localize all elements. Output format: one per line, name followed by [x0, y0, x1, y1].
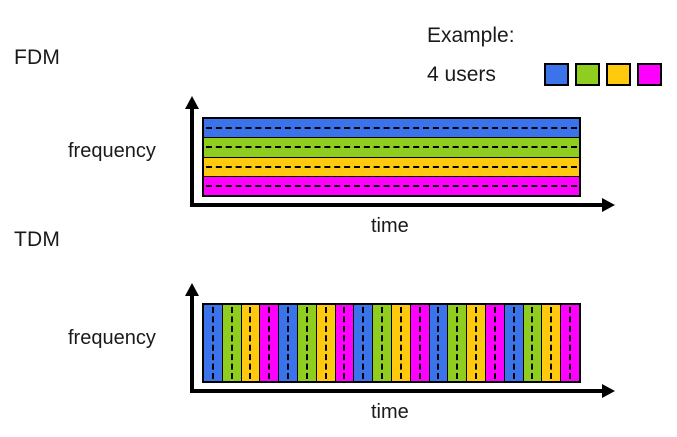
tdm-slot-19-user-3	[542, 305, 562, 381]
tdm-slot-18-user-2	[523, 305, 543, 381]
tdm-slot-13-user-1	[429, 305, 449, 381]
tdm-slot-2-user-2	[222, 305, 242, 381]
tdm-slot-8-user-4	[335, 305, 355, 381]
tdm-x-axis-label: time	[371, 401, 409, 423]
tdm-slot-1-user-1	[204, 305, 223, 381]
tdm-slot-20-user-4	[561, 305, 579, 381]
tdm-slot-14-user-2	[448, 305, 468, 381]
legend-swatches	[544, 63, 662, 86]
fdm-section-label: FDM	[14, 46, 61, 69]
legend-swatch-user-2	[575, 63, 600, 86]
fdm-band-user-3	[204, 157, 579, 177]
fdm-y-axis	[190, 108, 194, 207]
tdm-slot-7-user-3	[316, 305, 336, 381]
tdm-slot-12-user-4	[410, 305, 430, 381]
tdm-slot-10-user-2	[373, 305, 392, 381]
tdm-y-axis	[190, 295, 194, 393]
tdm-slot-9-user-1	[354, 305, 374, 381]
fdm-y-axis-arrow-icon	[185, 96, 199, 109]
tdm-x-axis	[190, 389, 604, 393]
tdm-slot-11-user-3	[391, 305, 411, 381]
tdm-slot-6-user-2	[297, 305, 317, 381]
fdm-band-user-1	[204, 119, 579, 139]
legend-swatch-user-3	[606, 63, 631, 86]
legend-title: Example:	[427, 24, 515, 47]
tdm-section-label: TDM	[14, 228, 61, 251]
fdm-x-axis-arrow-icon	[602, 198, 615, 212]
tdm-y-axis-arrow-icon	[185, 283, 199, 296]
legend-swatch-user-1	[544, 63, 569, 86]
fdm-band-user-4	[204, 176, 579, 195]
tdm-y-axis-label: frequency	[68, 327, 156, 349]
tdm-slot-3-user-3	[241, 305, 261, 381]
tdm-slot-15-user-3	[467, 305, 486, 381]
tdm-slot-17-user-1	[504, 305, 524, 381]
tdm-plot-area	[202, 303, 581, 383]
fdm-x-axis-label: time	[371, 215, 409, 237]
tdm-slot-4-user-4	[260, 305, 280, 381]
tdm-slot-5-user-1	[279, 305, 298, 381]
tdm-x-axis-arrow-icon	[602, 384, 615, 398]
tdm-slot-16-user-4	[485, 305, 505, 381]
fdm-band-user-2	[204, 138, 579, 158]
fdm-plot-area	[202, 117, 581, 197]
fdm-x-axis	[190, 203, 604, 207]
legend-swatch-user-4	[637, 63, 662, 86]
fdm-y-axis-label: frequency	[68, 140, 156, 162]
legend-subtitle: 4 users	[427, 63, 496, 86]
